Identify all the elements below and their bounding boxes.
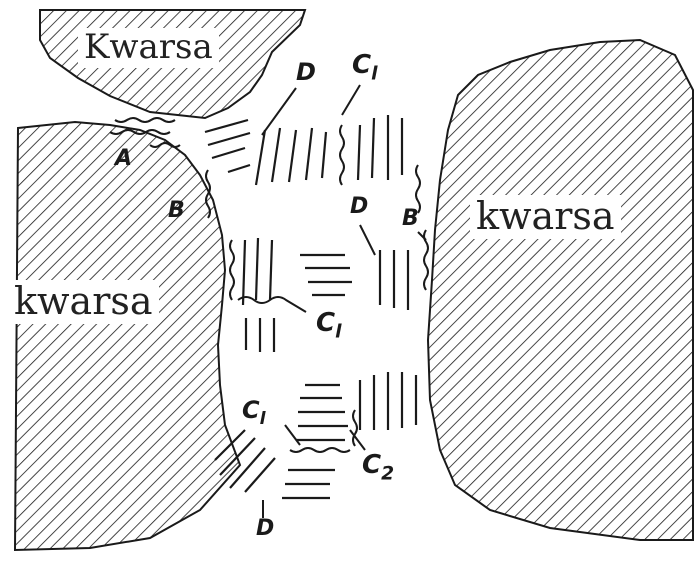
label-a: A [115, 148, 132, 170]
label-c1-mid: Cl [316, 310, 342, 342]
label-d-mid-text: D [350, 194, 368, 219]
label-c2-text: C [362, 450, 381, 480]
mica-flakes-vertical [243, 115, 416, 430]
label-d-top-text: D [296, 58, 316, 86]
label-d-bottom-text: D [256, 516, 274, 541]
label-d-top: D [296, 60, 316, 84]
label-c1-low: Cl [242, 398, 266, 428]
label-c1-top-text: C [352, 50, 371, 80]
label-c1-top: Cl [352, 52, 378, 84]
label-c1-mid-text: C [316, 308, 335, 338]
grain-label-right: kwarsa [470, 195, 621, 239]
label-b-left: B [168, 200, 185, 222]
label-a-text: A [115, 146, 132, 171]
label-b-right-text: B [402, 206, 419, 231]
label-c2: C2 [362, 452, 394, 484]
label-c1-low-sub: l [260, 409, 266, 429]
label-d-mid: D [350, 196, 368, 218]
grain-label-top-left: Kwarsa [78, 28, 219, 68]
label-c1-mid-sub: l [335, 322, 341, 343]
label-c1-low-text: C [242, 396, 260, 424]
label-c2-sub: 2 [381, 464, 394, 485]
grain-label-left: kwarsa [8, 280, 159, 324]
label-c1-top-sub: l [371, 64, 377, 85]
label-b-right: B [402, 208, 419, 230]
quartz-grain-right [428, 40, 693, 540]
quartz-grain-left [15, 122, 240, 550]
label-b-left-text: B [168, 198, 185, 223]
label-d-bottom: D [256, 518, 274, 540]
